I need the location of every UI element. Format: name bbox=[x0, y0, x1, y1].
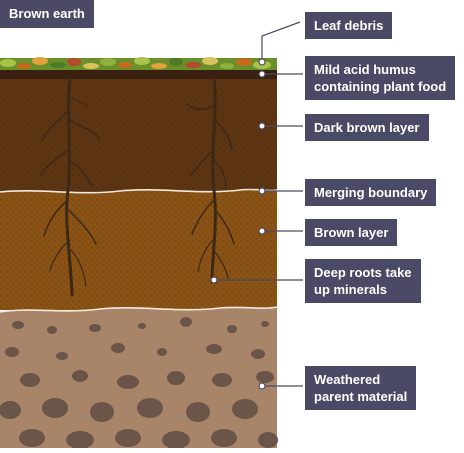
label-brown-layer: Brown layer bbox=[305, 219, 398, 246]
roots-left bbox=[39, 77, 101, 297]
label-merging-boundary: Merging boundary bbox=[305, 179, 437, 206]
stones bbox=[0, 317, 278, 449]
marker-humus bbox=[258, 70, 266, 78]
label-humus-line1: Mild acid humus bbox=[314, 62, 416, 77]
marker-dark-brown bbox=[258, 122, 266, 130]
humus-layer bbox=[0, 68, 277, 79]
diagram-title: Brown earth bbox=[0, 0, 94, 28]
marker-dots bbox=[210, 58, 266, 390]
marker-roots bbox=[210, 276, 218, 284]
label-dark-brown: Dark brown layer bbox=[305, 114, 429, 141]
label-weathered: Weathered parent material bbox=[305, 366, 417, 410]
label-roots-line1: Deep roots take bbox=[314, 265, 412, 280]
label-deep-roots: Deep roots take up minerals bbox=[305, 259, 421, 303]
leader-lines bbox=[214, 21, 303, 387]
label-leaf-debris: Leaf debris bbox=[305, 12, 393, 39]
marker-brown bbox=[258, 227, 266, 235]
label-roots-line2: up minerals bbox=[314, 282, 387, 297]
merging-boundary-line bbox=[0, 188, 278, 194]
leaf-debris bbox=[0, 57, 277, 70]
label-weathered-line2: parent material bbox=[314, 389, 408, 404]
label-weathered-line1: Weathered bbox=[314, 372, 381, 387]
marker-merging bbox=[258, 187, 266, 195]
roots-right bbox=[185, 77, 235, 284]
marker-leaf-debris bbox=[258, 58, 266, 66]
label-humus: Mild acid humus containing plant food bbox=[305, 56, 456, 100]
marker-parent bbox=[258, 382, 266, 390]
label-humus-line2: containing plant food bbox=[314, 79, 447, 94]
